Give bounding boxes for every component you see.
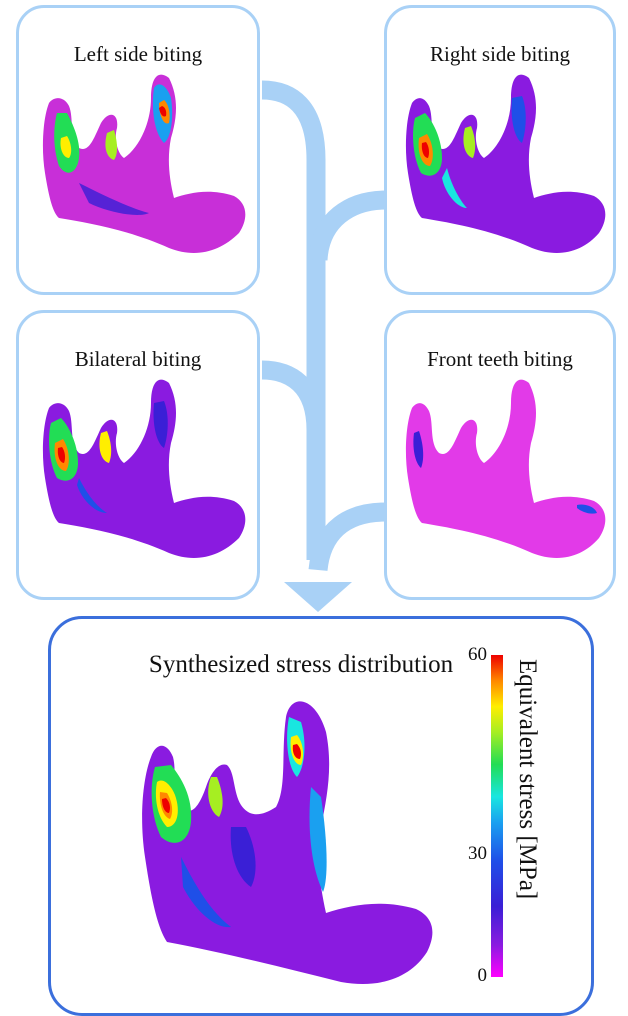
colorbar-label: Equivalent stress [MPa]: [513, 659, 541, 899]
jaw-model-bilateral-biting: [19, 313, 263, 603]
arrow-from-left-biting: [262, 90, 316, 560]
arrow-from-bilateral-biting: [262, 370, 316, 430]
panel-bilateral-biting: Bilateral biting: [16, 310, 260, 600]
jaw-model-synthesized: [111, 677, 471, 997]
panel-front-biting: Front teeth biting: [384, 310, 616, 600]
jaw-model-front-biting: [387, 313, 619, 603]
colorbar-tick-max: 60: [447, 644, 487, 666]
panel-left-biting: Left side biting: [16, 5, 260, 295]
panel-right-biting: Right side biting: [384, 5, 616, 295]
jaw-model-right-biting: [387, 8, 619, 298]
arrow-from-front-biting: [318, 512, 386, 570]
arrow-head: [284, 582, 352, 612]
panel-synthesized-stress: Synthesized stress distribution: [48, 616, 594, 1016]
colorbar-tick-min: 0: [447, 965, 487, 987]
colorbar: [491, 655, 513, 977]
colorbar-tick-mid: 30: [447, 843, 487, 865]
arrow-from-right-biting: [318, 200, 386, 260]
jaw-model-left-biting: [19, 8, 263, 298]
